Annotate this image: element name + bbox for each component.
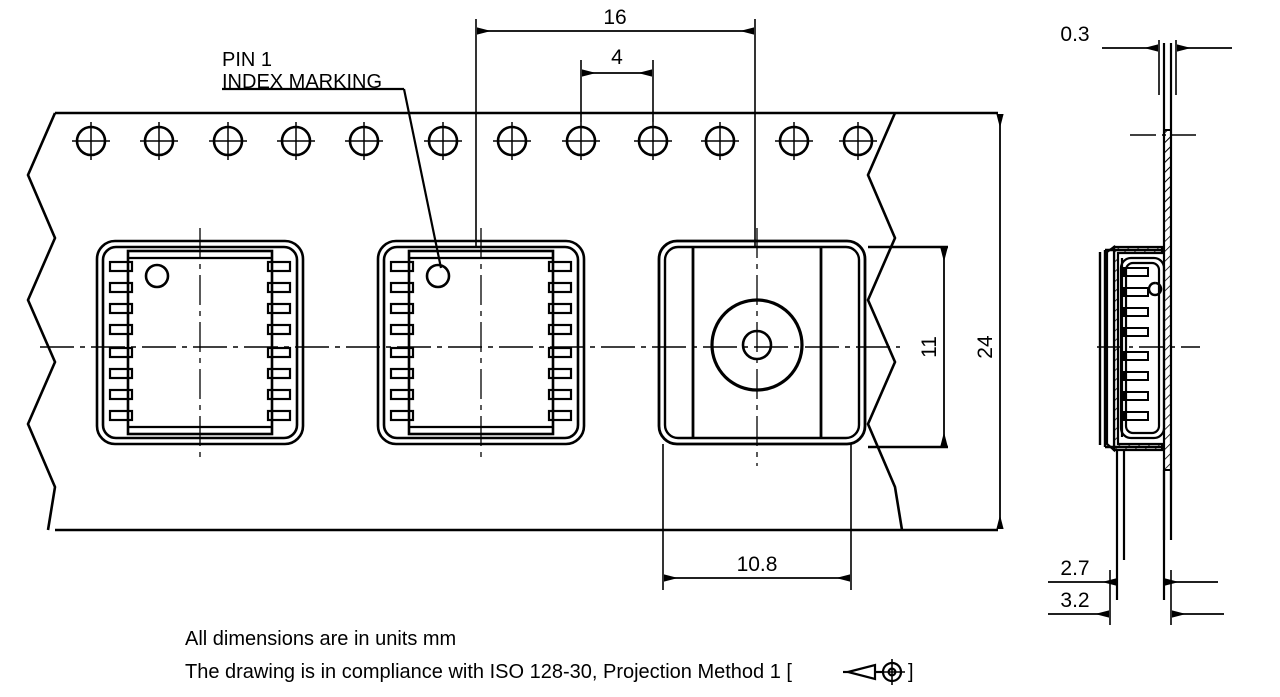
pocket-cross-section [1104, 244, 1164, 453]
carrier-tape-outline [26, 111, 904, 532]
sprocket-hole-icon [634, 122, 672, 160]
pin1-label-line2: INDEX MARKING [222, 71, 382, 93]
dimension-3-2-text: 3.2 [1060, 589, 1089, 612]
pin1-index-dot-icon [144, 263, 170, 289]
sprocket-hole-icon [701, 122, 739, 160]
leads-left [389, 260, 415, 422]
notes-block: All dimensions are in units mm The drawi… [185, 628, 914, 685]
sprocket-hole-icon [140, 122, 178, 160]
dimension-11-text: 11 [918, 336, 941, 358]
dimension-16: 16 [475, 6, 756, 248]
dimension-24-text: 24 [974, 335, 997, 359]
sprocket-hole-icon [209, 122, 247, 160]
units-note: All dimensions are in units mm [185, 628, 456, 650]
section-view: 0.3 2.7 3.2 [1048, 23, 1232, 625]
standard-note-close: ] [908, 661, 914, 683]
pin1-index-marking-callout: PIN 1 INDEX MARKING [222, 49, 443, 269]
dimension-2-7: 2.7 [1048, 540, 1218, 600]
dimension-3-2: 3.2 [1048, 570, 1224, 625]
dimension-2-7-text: 2.7 [1060, 557, 1089, 580]
sprocket-hole-icon [775, 122, 813, 160]
sprocket-hole-icon [562, 122, 600, 160]
tape-lower-tails [1115, 450, 1173, 600]
dimension-4: 4 [580, 46, 654, 122]
tape-edges-extension [868, 111, 998, 532]
pin1-index-dot-icon [425, 263, 451, 289]
dimension-0-3: 0.3 [1060, 23, 1232, 95]
leads-left [108, 260, 134, 422]
leads-right [266, 260, 292, 422]
pocket-outer-profile [1098, 248, 1164, 449]
dimension-11: 11 [918, 248, 948, 446]
sprocket-hole-icon [72, 122, 110, 160]
dimension-10-8-text: 10.8 [737, 553, 778, 576]
package-pocket-2 [376, 228, 586, 460]
dimension-0-3-text: 0.3 [1060, 23, 1089, 46]
sprocket-hole-icon [424, 122, 462, 160]
sprocket-hole-icon [493, 122, 531, 160]
sprocket-hole-icon [277, 122, 315, 160]
sprocket-hole-icon [345, 122, 383, 160]
plan-view: PIN 1 INDEX MARKING 16 4 10.8 11 [26, 6, 1004, 590]
dimension-10-8: 10.8 [662, 444, 852, 590]
empty-pocket-3 [657, 228, 867, 466]
first-angle-projection-symbol-icon [843, 659, 905, 685]
sprocket-hole-icon [839, 122, 877, 160]
pin1-label-line1: PIN 1 [222, 49, 272, 71]
leads-right [547, 260, 573, 422]
sprocket-hole-row [72, 122, 877, 160]
dimension-4-text: 4 [611, 46, 623, 69]
package-pocket-1 [95, 228, 305, 460]
standard-note: The drawing is in compliance with ISO 12… [185, 661, 792, 683]
package-section-rotated [1119, 256, 1166, 440]
dimension-24: 24 [974, 114, 1004, 529]
dimension-16-text: 16 [603, 6, 626, 29]
